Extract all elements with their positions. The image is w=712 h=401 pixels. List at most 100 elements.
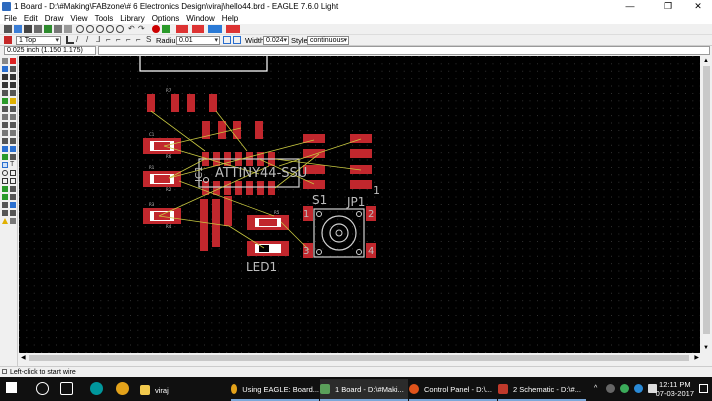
zoom-select-icon[interactable] — [106, 25, 114, 33]
miter-round-icon[interactable] — [233, 36, 241, 44]
save-icon[interactable] — [14, 25, 22, 33]
mark-tool-icon[interactable] — [10, 66, 16, 72]
replace-tool-icon[interactable] — [2, 114, 8, 120]
value-tool-icon[interactable] — [10, 122, 16, 128]
task-view-icon[interactable] — [60, 382, 73, 395]
scroll-left-icon[interactable]: ◀ — [21, 355, 26, 361]
mirror-tool-icon[interactable] — [2, 82, 8, 88]
menu-window[interactable]: Window — [186, 14, 215, 23]
attribute-tool-icon[interactable] — [10, 194, 16, 200]
cut-tool-icon[interactable] — [10, 98, 16, 104]
menu-tools[interactable]: Tools — [94, 14, 114, 23]
signal-tool-icon[interactable] — [10, 186, 16, 192]
delete-tool-icon[interactable] — [2, 106, 8, 112]
board-icon[interactable] — [44, 25, 52, 33]
via-tool-icon[interactable] — [2, 186, 8, 192]
dropbox-icon[interactable] — [634, 384, 643, 393]
info-tool-icon[interactable] — [2, 58, 8, 64]
horizontal-scroll-thumb[interactable] — [29, 355, 689, 361]
slice-tool-icon[interactable] — [2, 154, 8, 160]
erc-tool-icon[interactable] — [10, 210, 16, 216]
cam-icon[interactable] — [34, 25, 42, 33]
open-icon[interactable] — [4, 25, 12, 33]
menu-view[interactable]: View — [70, 14, 88, 23]
miter-tool-icon[interactable] — [10, 130, 16, 136]
style-select[interactable]: continuous — [307, 36, 349, 45]
width-select[interactable]: 0.024 — [263, 36, 289, 45]
zoom-in-icon[interactable] — [86, 25, 94, 33]
design-link-icon[interactable] — [176, 25, 188, 33]
go-icon[interactable] — [162, 25, 170, 33]
rotate-tool-icon[interactable] — [10, 82, 16, 88]
scroll-up-icon[interactable]: ▲ — [703, 58, 709, 64]
search-icon[interactable] — [36, 382, 49, 395]
split-tool-icon[interactable] — [2, 138, 8, 144]
volume-icon[interactable] — [648, 384, 657, 393]
show-hidden-icons-icon[interactable]: ^ — [594, 385, 598, 392]
vertical-scrollbar[interactable]: ▲ ▼ — [701, 56, 712, 353]
polygon-tool-icon[interactable] — [10, 178, 16, 184]
add-tool-icon[interactable] — [10, 106, 16, 112]
name-tool-icon[interactable] — [2, 122, 8, 128]
change-tool-icon[interactable] — [10, 90, 16, 96]
menu-help[interactable]: Help — [221, 14, 239, 23]
wire-tool-active-icon[interactable] — [2, 162, 8, 168]
scroll-right-icon[interactable]: ▶ — [694, 355, 699, 361]
circle-tool-icon[interactable] — [2, 170, 8, 176]
optimize-tool-icon[interactable] — [10, 138, 16, 144]
menu-edit[interactable]: Edit — [23, 14, 38, 23]
bend-style-5-icon[interactable]: ⌐ — [116, 35, 121, 44]
print-icon[interactable] — [24, 25, 32, 33]
menu-library[interactable]: Library — [120, 14, 145, 23]
menu-draw[interactable]: Draw — [44, 14, 64, 23]
text-tool-icon[interactable]: T — [10, 161, 15, 168]
ratsnest-tool-icon[interactable] — [10, 202, 16, 208]
clock[interactable]: 12:11 PM 07-03-2017 — [656, 380, 694, 398]
bend-style-7-icon[interactable]: ⌐ — [136, 35, 141, 44]
taskbar-app-control-panel[interactable]: Control Panel - D:\... — [409, 379, 497, 401]
rect-tool-icon[interactable] — [2, 178, 8, 184]
bend-style-3-icon[interactable]: ⅃ — [96, 35, 101, 44]
layer-select[interactable]: 1 Top — [16, 36, 61, 45]
ulp-icon[interactable] — [64, 25, 72, 33]
command-input[interactable] — [98, 46, 710, 55]
zoom-fit-icon[interactable] — [76, 25, 84, 33]
notifications-icon[interactable] — [699, 384, 708, 393]
menu-options[interactable]: Options — [151, 14, 180, 23]
arc-tool-icon[interactable] — [10, 170, 16, 176]
chrome-icon[interactable] — [116, 382, 129, 395]
ripup-tool-icon[interactable] — [10, 146, 16, 152]
taskbar-app-board[interactable]: 1 Board - D:\#Maki... — [320, 379, 408, 401]
auto-tool-icon[interactable] — [2, 210, 8, 216]
route-tool-icon[interactable] — [2, 146, 8, 152]
paste-tool-icon[interactable] — [2, 98, 8, 104]
display-tool-icon[interactable] — [2, 66, 8, 72]
script-icon[interactable] — [54, 25, 62, 33]
board-canvas[interactable]: ATTINY44-SSU IC1 S1 JP1 1 LED1 1 2 3 4 C… — [19, 56, 700, 353]
show-tool-icon[interactable] — [10, 58, 16, 64]
wire-tool-icon[interactable] — [10, 154, 16, 160]
miter-icon[interactable] — [223, 36, 231, 44]
fusion-icon[interactable] — [208, 25, 222, 33]
horizontal-scrollbar[interactable]: ◀ ▶ — [19, 353, 701, 363]
maximize-button[interactable]: ❐ — [663, 1, 673, 11]
minimize-button[interactable]: — — [625, 1, 635, 11]
order-pcb-icon[interactable] — [192, 25, 204, 33]
hole-tool-icon[interactable] — [2, 194, 8, 200]
network-icon[interactable] — [606, 384, 615, 393]
dimension-tool-icon[interactable] — [2, 202, 8, 208]
autodesk-icon[interactable] — [226, 25, 240, 33]
radius-select[interactable]: 0.01 — [176, 36, 220, 45]
copy-tool-icon[interactable] — [10, 74, 16, 80]
group-tool-icon[interactable] — [2, 90, 8, 96]
bend-style-0-icon[interactable] — [66, 36, 74, 44]
vertical-scroll-thumb[interactable] — [703, 66, 710, 334]
stop-icon[interactable] — [152, 25, 160, 33]
redo-icon[interactable]: ↷ — [138, 24, 145, 33]
drc-warning-icon[interactable] — [2, 218, 8, 224]
taskbar-app-schematic[interactable]: 2 Schematic - D:\#... — [498, 379, 586, 401]
close-button[interactable]: ✕ — [694, 1, 702, 11]
menu-file[interactable]: File — [4, 14, 17, 23]
scroll-down-icon[interactable]: ▼ — [703, 345, 709, 351]
bend-style-1-icon[interactable]: / — [76, 35, 79, 44]
